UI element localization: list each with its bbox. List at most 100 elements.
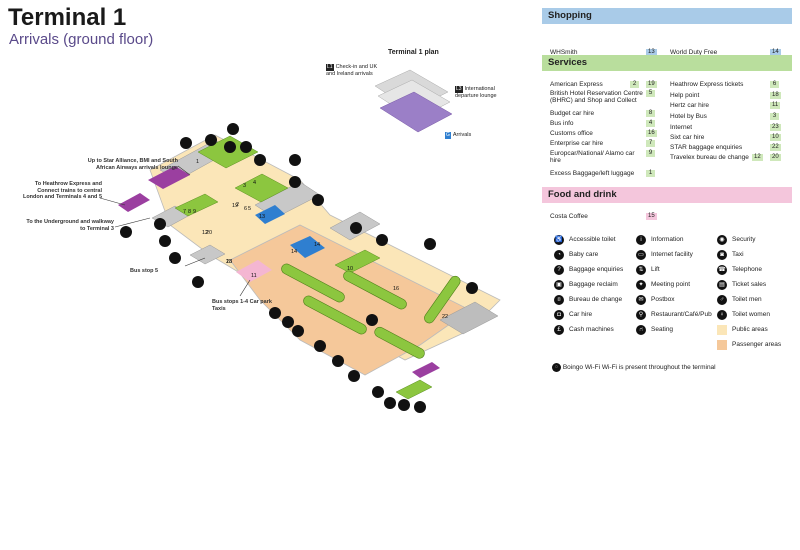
information-icon: i	[636, 235, 646, 245]
service-item: Budget car hire	[550, 110, 595, 117]
service-num: 1	[646, 170, 655, 177]
legend-label: Internet facility	[651, 251, 693, 258]
callout-bus-stops-1-4: Bus stops 1-4 Car park Taxis	[212, 299, 272, 312]
mini-plan	[374, 69, 453, 133]
service-num: 3	[770, 113, 779, 120]
wifi-icon: ◌	[552, 363, 561, 372]
lift-icon: ⇅	[636, 265, 646, 275]
service-item: Customs office	[550, 130, 593, 137]
taxi-icon: ◙	[717, 250, 727, 260]
svg-text:19: 19	[232, 203, 238, 209]
ticket-sales-icon: ▤	[717, 280, 727, 290]
svg-text:1: 1	[196, 159, 199, 165]
legend-label: Baggage enquiries	[569, 266, 624, 273]
service-item: Bus info	[550, 120, 574, 127]
legend-label: Toilet women	[732, 311, 770, 318]
service-item: Excess Baggage/left luggage	[550, 170, 635, 177]
toilet-women-icon: ♀	[717, 310, 727, 320]
service-item: Europcar/National/ Alamo car hire	[550, 150, 635, 164]
service-num: 9	[646, 150, 655, 157]
legend-label: Taxi	[732, 251, 744, 258]
mini-plan-title: Terminal 1 plan	[388, 49, 439, 56]
service-num: 7	[646, 140, 655, 147]
service-num: 11	[770, 102, 781, 109]
service-num: 18	[770, 92, 781, 99]
wifi-note: ◌ Boingo Wi-Fi Wi-Fi is present througho…	[552, 363, 716, 372]
internet-facility-icon: ▭	[636, 250, 646, 260]
legend-label: Car hire	[569, 311, 593, 318]
service-num: 23	[770, 124, 781, 131]
svg-text:14: 14	[291, 249, 297, 255]
svg-text:13: 13	[259, 214, 265, 220]
meeting-point-icon: ✦	[636, 280, 646, 290]
services-heading: Services	[542, 55, 792, 71]
shopping-heading: Shopping	[542, 8, 792, 24]
security-icon: ◉	[717, 235, 727, 245]
callout-star-alliance: Up to Star Alliance, BMI and South Afric…	[87, 158, 178, 171]
svg-text:18: 18	[226, 259, 232, 265]
legend-label: Telephone	[732, 266, 762, 273]
accessible-toilet-icon: ♿	[554, 235, 564, 245]
service-num: 6	[770, 81, 779, 88]
svg-text:6: 6	[244, 206, 247, 212]
shop-num: 14	[770, 49, 781, 56]
legend-label: Passenger areas	[732, 341, 782, 348]
restaurant-icon: ⚲	[636, 310, 646, 320]
food-panel: Food and drink Costa Coffee 15	[542, 187, 792, 220]
food-num: 15	[646, 213, 657, 220]
toilet-men-icon: ♂	[717, 295, 727, 305]
service-num: 8	[646, 110, 655, 117]
cash-machine-icon: £	[554, 325, 564, 335]
legend-label: Public areas	[732, 326, 768, 333]
svg-text:3: 3	[243, 183, 246, 189]
service-item: Hertz car hire	[670, 102, 710, 109]
bureau-de-change-icon: ¤	[554, 295, 564, 305]
svg-text:9: 9	[193, 209, 196, 215]
svg-text:20: 20	[206, 230, 212, 236]
service-num: 4	[646, 120, 655, 127]
legend-label: Cash machines	[569, 326, 614, 333]
legend-label: Toilet men	[732, 296, 762, 303]
legend-label: Baggage reclaim	[569, 281, 618, 288]
service-item: STAR baggage enquiries	[670, 144, 743, 151]
legend-label: Meeting point	[651, 281, 691, 288]
service-item: Travelex bureau de change	[670, 154, 749, 161]
passenger-area-swatch	[717, 340, 727, 350]
food-heading: Food and drink	[542, 187, 792, 203]
svg-text:16: 16	[393, 286, 399, 292]
page-title: Terminal 1	[8, 4, 127, 31]
public-area-swatch	[717, 325, 727, 335]
service-num: 20	[770, 154, 781, 161]
callout-bus-stop-5: Bus stop 5	[130, 268, 159, 274]
baggage-enquiries-icon: ?	[554, 265, 564, 275]
legend-label: Accessible toilet	[569, 236, 616, 243]
svg-text:23: 23	[226, 259, 232, 265]
legend-label: Information	[651, 236, 684, 243]
legend-label: Security	[732, 236, 756, 243]
page-subtitle: Arrivals (ground floor)	[9, 31, 154, 48]
service-item: Hotel by Bus	[670, 113, 707, 120]
svg-text:7: 7	[183, 209, 186, 215]
postbox-icon: ✉	[636, 295, 646, 305]
service-item: American Express	[550, 81, 603, 88]
service-item: Enterprise car hire	[550, 140, 604, 147]
legend-label: Restaurant/Café/Pub	[651, 311, 712, 318]
svg-text:4: 4	[253, 180, 256, 186]
legend-label: Postbox	[651, 296, 675, 303]
shop-item: World Duty Free	[670, 49, 718, 56]
legend-label: Seating	[651, 326, 674, 333]
service-num: 5	[646, 90, 655, 97]
service-item: Heathrow Express tickets	[670, 81, 744, 88]
svg-text:11: 11	[251, 273, 257, 279]
car-hire-icon: ◘	[554, 310, 564, 320]
callout-heathrow-express: To Heathrow Express and Connect trains t…	[22, 181, 102, 200]
legend-label: Baby care	[569, 251, 599, 258]
service-item: British Hotel Reservation Centre (BHRC) …	[550, 90, 643, 104]
legend-label: Ticket sales	[732, 281, 767, 288]
service-num: 22	[770, 144, 781, 151]
shop-item: WHSmith	[550, 49, 578, 56]
